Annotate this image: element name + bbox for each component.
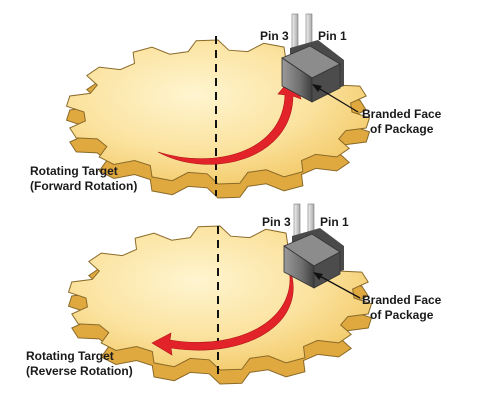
face-label-line1: Branded Face — [362, 107, 442, 121]
hall-sensor-package-icon — [283, 203, 344, 289]
pin-right-label: Pin 1 — [320, 215, 349, 229]
branded-face-leader — [315, 273, 361, 299]
panel-reverse: Pin 3 Pin 1 Branded Face of Package Rota… — [26, 203, 442, 385]
package-side — [311, 63, 341, 103]
pin-left-label: Pin 3 — [262, 215, 291, 229]
rotation-arrow-reverse — [151, 263, 294, 356]
leader-arrowhead — [313, 272, 323, 280]
target-label-line1: Rotating Target — [26, 349, 114, 363]
package-side — [313, 251, 341, 289]
branded-face-leader — [314, 85, 359, 113]
face-label-line2: of Package — [370, 308, 434, 322]
panel-forward: Pin 3 Pin 1 Branded Face of Package Rota… — [30, 13, 442, 199]
pin-left-label: Pin 3 — [260, 29, 289, 43]
target-label-line1: Rotating Target — [30, 164, 118, 178]
face-label-line2: of Package — [370, 122, 434, 136]
leader-arrowhead — [312, 84, 322, 92]
target-label-line2: (Forward Rotation) — [30, 179, 137, 193]
face-label-line1: Branded Face — [362, 293, 442, 307]
target-label-line2: (Reverse Rotation) — [26, 364, 133, 378]
hall-sensor-package-icon — [281, 13, 344, 103]
pin-right-label: Pin 1 — [318, 29, 347, 43]
